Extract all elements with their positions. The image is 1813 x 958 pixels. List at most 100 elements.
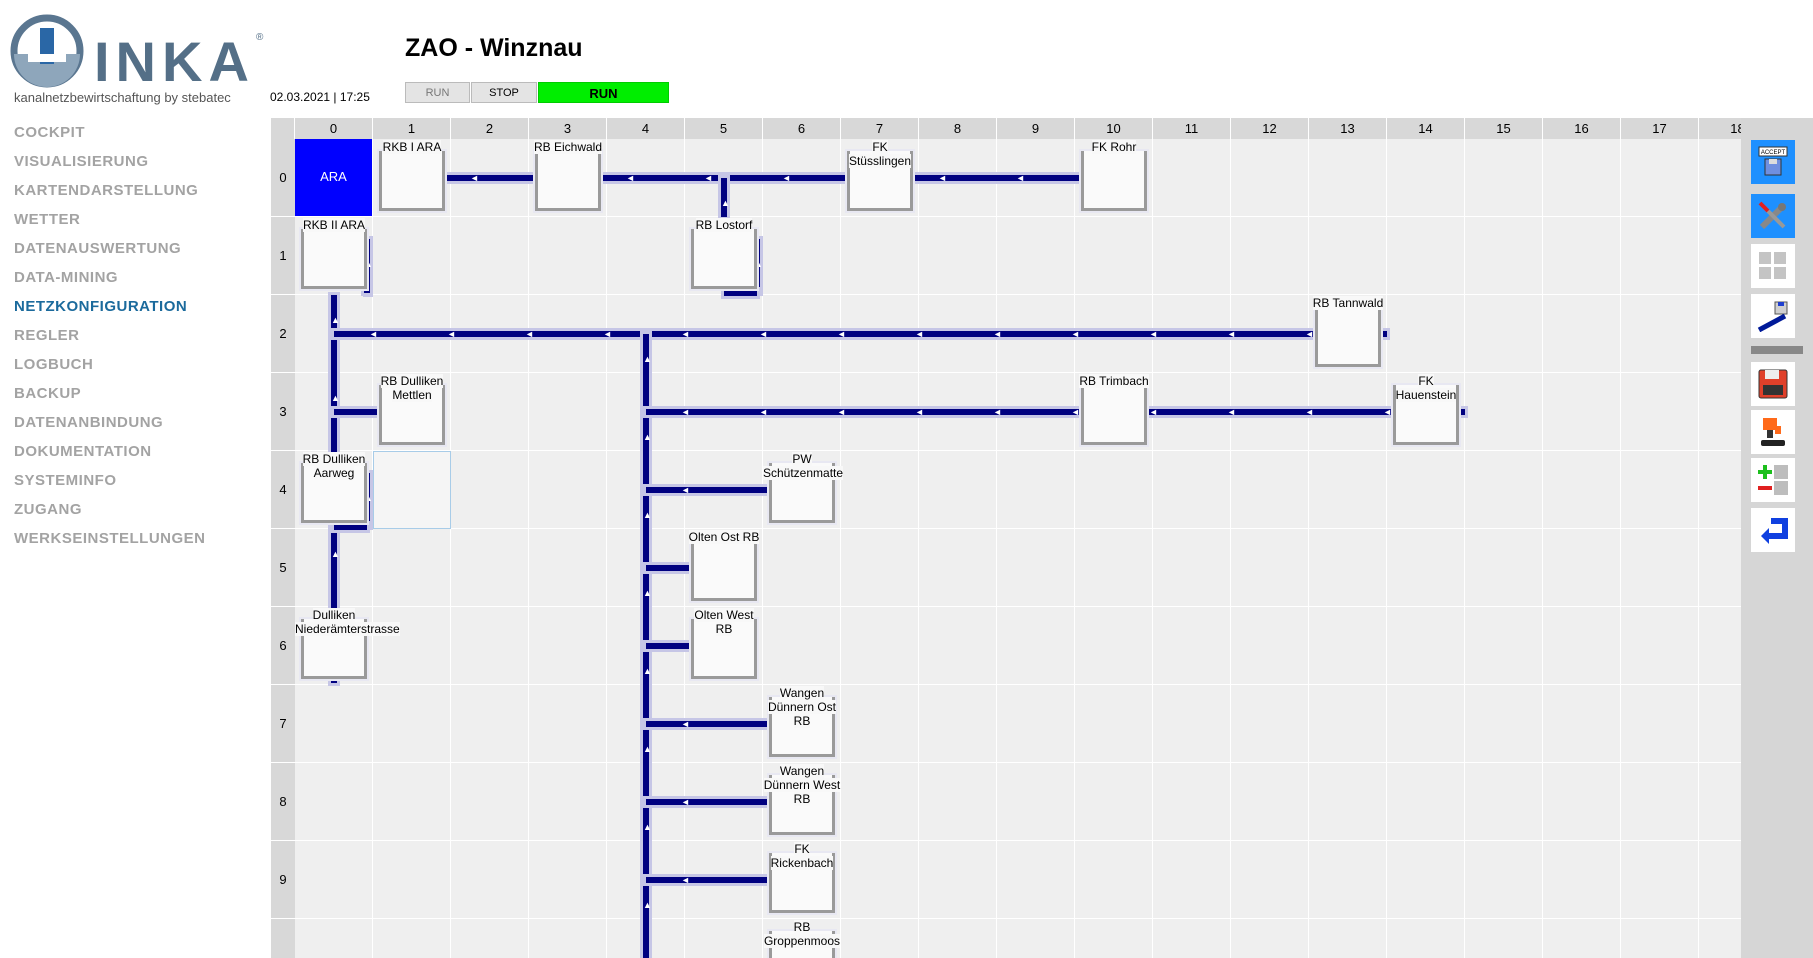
return-button[interactable]	[1751, 508, 1795, 552]
grid-layout-button[interactable]	[1751, 244, 1795, 288]
grid-cell[interactable]	[1699, 373, 1743, 451]
grid-cell[interactable]	[451, 373, 529, 451]
grid-cell[interactable]	[1387, 919, 1465, 958]
grid-cell[interactable]	[997, 919, 1075, 958]
grid-cell[interactable]	[919, 763, 997, 841]
station-node[interactable]: RB Dulliken Aarweg	[295, 451, 373, 529]
grid-cell[interactable]	[1621, 529, 1699, 607]
nav-item-zugang[interactable]: ZUGANG	[14, 501, 82, 518]
grid-cell[interactable]	[1699, 763, 1743, 841]
grid-cell[interactable]	[1621, 685, 1699, 763]
grid-cell[interactable]	[1465, 451, 1543, 529]
grid-cell[interactable]	[919, 451, 997, 529]
grid-cell[interactable]	[1699, 841, 1743, 919]
grid-cell[interactable]	[451, 919, 529, 958]
grid-cell[interactable]	[763, 217, 841, 295]
grid-cell[interactable]	[1387, 685, 1465, 763]
grid-cell[interactable]	[1231, 919, 1309, 958]
grid-cell[interactable]	[373, 217, 451, 295]
accept-save-button[interactable]: ACCEPT	[1751, 140, 1795, 184]
grid-cell[interactable]	[373, 841, 451, 919]
grid-cell[interactable]	[295, 841, 373, 919]
run-button[interactable]: RUN	[405, 82, 470, 103]
grid-cell[interactable]	[1543, 607, 1621, 685]
grid-cell[interactable]	[841, 451, 919, 529]
grid-cell[interactable]	[451, 841, 529, 919]
grid-cell[interactable]	[1621, 139, 1699, 217]
station-node[interactable]: Olten West RB	[685, 607, 763, 685]
grid-cell[interactable]	[1309, 217, 1387, 295]
grid-cell[interactable]	[1543, 763, 1621, 841]
grid-cell[interactable]	[1387, 607, 1465, 685]
grid-cell[interactable]	[919, 607, 997, 685]
grid-cell[interactable]	[451, 451, 529, 529]
nav-item-netzkonfiguration[interactable]: NETZKONFIGURATION	[14, 298, 188, 315]
grid-cell[interactable]	[1231, 607, 1309, 685]
grid-cell[interactable]	[997, 217, 1075, 295]
grid-cell[interactable]	[841, 529, 919, 607]
station-node[interactable]: RB Eichwald	[529, 139, 607, 217]
grid-cell[interactable]	[997, 451, 1075, 529]
nav-item-cockpit[interactable]: COCKPIT	[14, 124, 85, 141]
grid-cell[interactable]	[1543, 919, 1621, 958]
grid-cell[interactable]	[919, 685, 997, 763]
grid-cell[interactable]	[451, 529, 529, 607]
user-edit-button[interactable]	[1751, 410, 1795, 454]
grid-cell[interactable]	[1309, 529, 1387, 607]
stop-button[interactable]: STOP	[471, 82, 537, 103]
grid-cell[interactable]	[1621, 451, 1699, 529]
grid-cell[interactable]	[1621, 373, 1699, 451]
grid-cell[interactable]	[1387, 139, 1465, 217]
grid-cell[interactable]	[1231, 139, 1309, 217]
grid-cell[interactable]	[1543, 139, 1621, 217]
grid-cell[interactable]	[1231, 763, 1309, 841]
grid-cell[interactable]	[1075, 919, 1153, 958]
grid-cell[interactable]	[451, 685, 529, 763]
grid-cell[interactable]	[529, 529, 607, 607]
nav-item-regler[interactable]: REGLER	[14, 327, 80, 344]
grid-cell[interactable]	[1621, 919, 1699, 958]
grid-cell[interactable]	[1075, 529, 1153, 607]
grid-cell[interactable]	[841, 919, 919, 958]
grid-cell[interactable]	[1075, 763, 1153, 841]
nav-item-systeminfo[interactable]: SYSTEMINFO	[14, 472, 117, 489]
grid-cell[interactable]	[295, 763, 373, 841]
nav-item-datenauswertung[interactable]: DATENAUSWERTUNG	[14, 240, 182, 257]
grid-cell[interactable]	[1699, 607, 1743, 685]
grid-cell[interactable]	[607, 217, 685, 295]
grid-cell[interactable]	[1699, 529, 1743, 607]
grid-cell[interactable]	[1699, 295, 1743, 373]
grid-cell[interactable]	[997, 841, 1075, 919]
grid-cell[interactable]	[1621, 607, 1699, 685]
station-node[interactable]: RB Dulliken Mettlen	[373, 373, 451, 451]
grid-cell[interactable]	[1153, 529, 1231, 607]
grid-cell[interactable]	[1387, 763, 1465, 841]
grid-cell[interactable]	[1465, 295, 1543, 373]
grid-cell[interactable]	[1387, 295, 1465, 373]
grid-cell[interactable]	[997, 607, 1075, 685]
nav-item-visualisierung[interactable]: VISUALISIERUNG	[14, 153, 149, 170]
grid-cell[interactable]	[1621, 217, 1699, 295]
grid-cell[interactable]	[1309, 841, 1387, 919]
grid-cell[interactable]	[841, 841, 919, 919]
grid-cell[interactable]	[1543, 295, 1621, 373]
grid-cell[interactable]	[373, 529, 451, 607]
station-node[interactable]: RB Groppenmoos	[763, 919, 841, 958]
grid-cell[interactable]	[373, 685, 451, 763]
grid-cell[interactable]	[1075, 685, 1153, 763]
grid-cell[interactable]	[1075, 841, 1153, 919]
grid-cell[interactable]	[1309, 607, 1387, 685]
grid-cell[interactable]	[1387, 451, 1465, 529]
grid-cell[interactable]	[1153, 841, 1231, 919]
grid-cell[interactable]	[529, 685, 607, 763]
grid-cell[interactable]	[841, 763, 919, 841]
grid-cell[interactable]	[529, 763, 607, 841]
grid-cell[interactable]	[1543, 685, 1621, 763]
grid-cell[interactable]	[1153, 685, 1231, 763]
station-node[interactable]: RB Lostorf	[685, 217, 763, 295]
grid-cell[interactable]	[763, 607, 841, 685]
grid-cell[interactable]	[1309, 451, 1387, 529]
grid-cell[interactable]	[1231, 217, 1309, 295]
nav-item-kartendarstellung[interactable]: KARTENDARSTELLUNG	[14, 182, 199, 199]
grid-cell[interactable]	[1543, 373, 1621, 451]
